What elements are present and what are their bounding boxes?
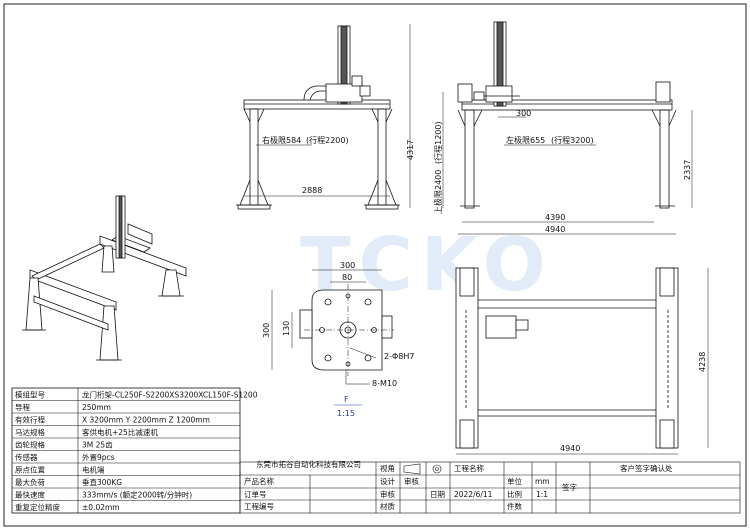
spec-label: 原点位置 [15,465,45,475]
spec-label: 齿轮规格 [15,440,45,450]
svg-text:设计: 设计 [380,476,395,486]
svg-text:客户签字确认处: 客户签字确认处 [620,463,673,473]
detail-view-f [299,284,394,376]
svg-text:mm: mm [535,477,550,486]
svg-text:F: F [344,395,349,404]
top-view-dims: 4238 4940 [456,268,709,455]
svg-text:工程编号: 工程编号 [244,501,274,511]
svg-text:签字: 签字 [562,482,577,492]
front-view [236,25,400,210]
svg-text:件数: 件数 [507,501,522,511]
svg-text:比例: 比例 [507,489,522,499]
svg-text:(行程2200): (行程2200) [306,135,349,145]
side-view [457,21,677,209]
svg-text:300: 300 [516,109,531,118]
svg-text:单位: 单位 [507,476,522,486]
spec-value: 客供电机+25比减速机 [82,427,158,437]
detail-view-dims: 300 80 300 130 2-Φ8H7 8-M10 F 1:15 [262,261,414,418]
svg-text:1:1: 1:1 [536,490,548,499]
svg-text:2022/6/11: 2022/6/11 [454,490,493,499]
spec-value: X 3200mm Y 2200mm Z 1200mm [82,416,210,425]
svg-text:上极限2400: 上极限2400 [433,170,443,214]
title-block [239,461,741,514]
svg-text:300: 300 [340,261,355,270]
svg-text:4940: 4940 [545,225,565,234]
svg-text:左极限655: 左极限655 [506,135,545,145]
top-view [455,267,679,449]
spec-label: 马达规格 [15,427,45,437]
spec-value: 垂直300KG [82,477,122,487]
svg-text:订单号: 订单号 [244,489,267,499]
company-name: 东莞市拓谷自动化科技有限公司 [256,459,361,469]
svg-text:130: 130 [282,321,291,336]
spec-label: 最大负荷 [15,477,45,487]
spec-label: 模组型号 [15,390,45,400]
svg-text:日期: 日期 [430,490,445,499]
projection-symbol-icon [403,463,442,475]
svg-text:4317: 4317 [406,140,415,160]
spec-value: ±0.02mm [82,503,120,512]
spec-value: 外置9pcs [82,452,115,462]
spec-label: 最快速度 [15,490,45,500]
svg-text:4940: 4940 [560,444,580,453]
spec-label: 传感器 [15,452,38,462]
spec-value: 电机端 [82,465,105,475]
spec-value: 250mm [82,403,111,412]
svg-text:右极限584: 右极限584 [262,135,301,145]
title-block-text: 东莞市拓谷自动化科技有限公司 产品名称 订单号 工程编号 视角 设计 审核 材质… [244,459,673,511]
svg-text:8-M10: 8-M10 [372,379,397,388]
svg-text:1:15: 1:15 [337,409,355,418]
spec-label: 有效行程 [15,415,45,425]
svg-text:300: 300 [262,323,271,338]
side-view-dims: 4317 上极限2400 (行程1200) 300 左极限655 (行程3200… [406,24,693,235]
spec-value: 3M 25齿 [82,441,113,450]
spec-label: 重复定位精度 [15,502,60,512]
svg-text:4390: 4390 [545,213,565,222]
svg-text:工程名称: 工程名称 [454,463,484,473]
svg-text:视角: 视角 [380,463,395,473]
front-view-dims: 右极限584 (行程2200) 2888 [244,135,390,197]
spec-value: 龙门桁架-CL250F-S2200XS3200XCL150F-S1200 [82,390,258,400]
svg-text:(行程3200): (行程3200) [551,135,594,145]
svg-text:审核: 审核 [404,476,419,486]
svg-text:80: 80 [342,273,352,282]
svg-text:审核: 审核 [380,489,395,499]
svg-text:2888: 2888 [302,186,322,195]
spec-rows: 模组型号 龙门桁架-CL250F-S2200XS3200XCL150F-S1200… [12,390,258,512]
svg-text:产品名称: 产品名称 [244,476,274,486]
svg-text:(行程1200): (行程1200) [433,121,443,164]
sheet-border [3,3,747,527]
svg-text:2337: 2337 [683,160,692,180]
spec-value: 333mm/s (额定2000转/分钟时) [82,490,192,500]
isometric-view [22,195,187,361]
svg-text:材质: 材质 [380,501,395,511]
spec-label: 导程 [15,403,30,412]
svg-text:4238: 4238 [698,352,707,372]
svg-text:2-Φ8H7: 2-Φ8H7 [384,352,414,361]
